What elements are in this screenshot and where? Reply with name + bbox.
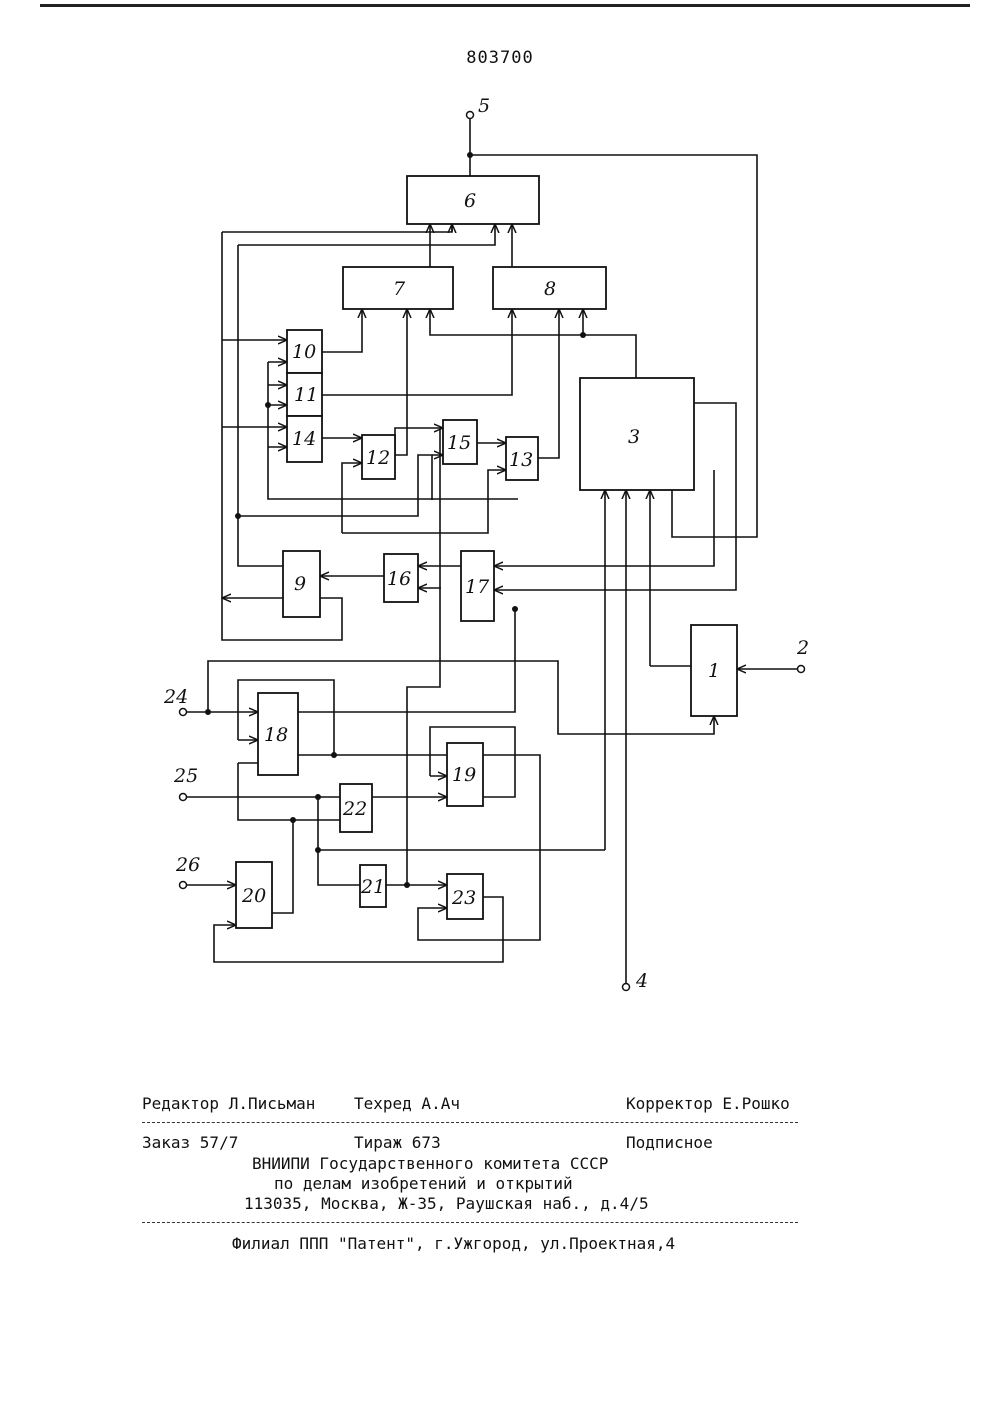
terminal-5-label: 5: [478, 95, 490, 117]
svg-text:1: 1: [708, 660, 720, 682]
block-15: 15: [443, 420, 477, 464]
terminal-25-label: 25: [173, 765, 198, 787]
svg-text:13: 13: [509, 449, 533, 471]
svg-text:20: 20: [241, 885, 266, 907]
order-number: Заказ 57/7: [142, 1133, 238, 1152]
terminals: 5 2 24 25 26 4: [163, 95, 809, 992]
circulation: Тираж 673: [354, 1133, 441, 1152]
svg-text:21: 21: [360, 876, 385, 898]
svg-text:16: 16: [387, 568, 411, 590]
block-11: 11: [287, 373, 322, 416]
block-20: 20: [236, 862, 272, 928]
organization-line-1: ВНИИПИ Государственного комитета СССР: [252, 1154, 608, 1173]
terminal-25: [180, 794, 187, 801]
svg-text:17: 17: [465, 576, 490, 598]
svg-text:22: 22: [342, 798, 367, 820]
block-13: 13: [506, 437, 538, 480]
editor-credit: Редактор Л.Письман: [142, 1094, 315, 1113]
block-8: 8: [493, 267, 606, 309]
subscription: Подписное: [626, 1133, 713, 1152]
block-18: 18: [258, 693, 298, 775]
blocks: 1 3 6 7 8 9 10 11 14 12 15 13 16 17 18 1…: [236, 176, 737, 928]
svg-text:18: 18: [264, 724, 288, 746]
organization-line-2: по делам изобретений и открытий: [274, 1174, 573, 1193]
block-16: 16: [384, 554, 418, 602]
svg-text:14: 14: [292, 428, 316, 450]
divider-2: [142, 1222, 798, 1223]
terminal-5: [467, 112, 474, 119]
svg-text:9: 9: [294, 573, 306, 595]
junction-dots: [205, 152, 586, 888]
terminal-4-label: 4: [635, 970, 648, 992]
svg-text:7: 7: [393, 278, 406, 300]
svg-text:8: 8: [544, 278, 556, 300]
terminal-24: [180, 709, 187, 716]
terminal-26-label: 26: [175, 854, 200, 876]
branch-address: Филиал ППП "Патент", г.Ужгород, ул.Проек…: [232, 1234, 675, 1253]
block-diagram: 5 2 24 25 26 4 1 3 6 7 8 9 10 11 14 12 1…: [0, 0, 1000, 1000]
svg-text:23: 23: [451, 887, 476, 909]
svg-text:6: 6: [464, 190, 476, 212]
block-1: 1: [691, 625, 737, 716]
block-17: 17: [461, 551, 494, 621]
block-7: 7: [343, 267, 453, 309]
svg-text:12: 12: [366, 447, 390, 469]
divider-1: [142, 1122, 798, 1123]
svg-text:3: 3: [628, 426, 640, 448]
block-6: 6: [407, 176, 539, 224]
block-14: 14: [287, 416, 322, 462]
block-12: 12: [362, 435, 395, 479]
block-3: 3: [580, 378, 694, 490]
terminal-24-label: 24: [163, 686, 188, 708]
terminal-4: [623, 984, 630, 991]
block-23: 23: [447, 874, 483, 919]
terminal-26: [180, 882, 187, 889]
svg-text:10: 10: [292, 341, 316, 363]
block-10: 10: [287, 330, 322, 373]
svg-text:11: 11: [294, 384, 318, 406]
block-22: 22: [340, 784, 372, 832]
corrector-credit: Корректор Е.Рошко: [626, 1094, 790, 1113]
block-9: 9: [283, 551, 320, 617]
svg-text:15: 15: [447, 432, 471, 454]
svg-text:19: 19: [452, 764, 476, 786]
block-21: 21: [360, 865, 386, 907]
terminal-2-label: 2: [796, 637, 809, 659]
techred-credit: Техред А.Ач: [354, 1094, 460, 1113]
block-19: 19: [447, 743, 483, 806]
terminal-2: [798, 666, 805, 673]
organization-address: 113035, Москва, Ж-35, Раушская наб., д.4…: [244, 1194, 649, 1213]
